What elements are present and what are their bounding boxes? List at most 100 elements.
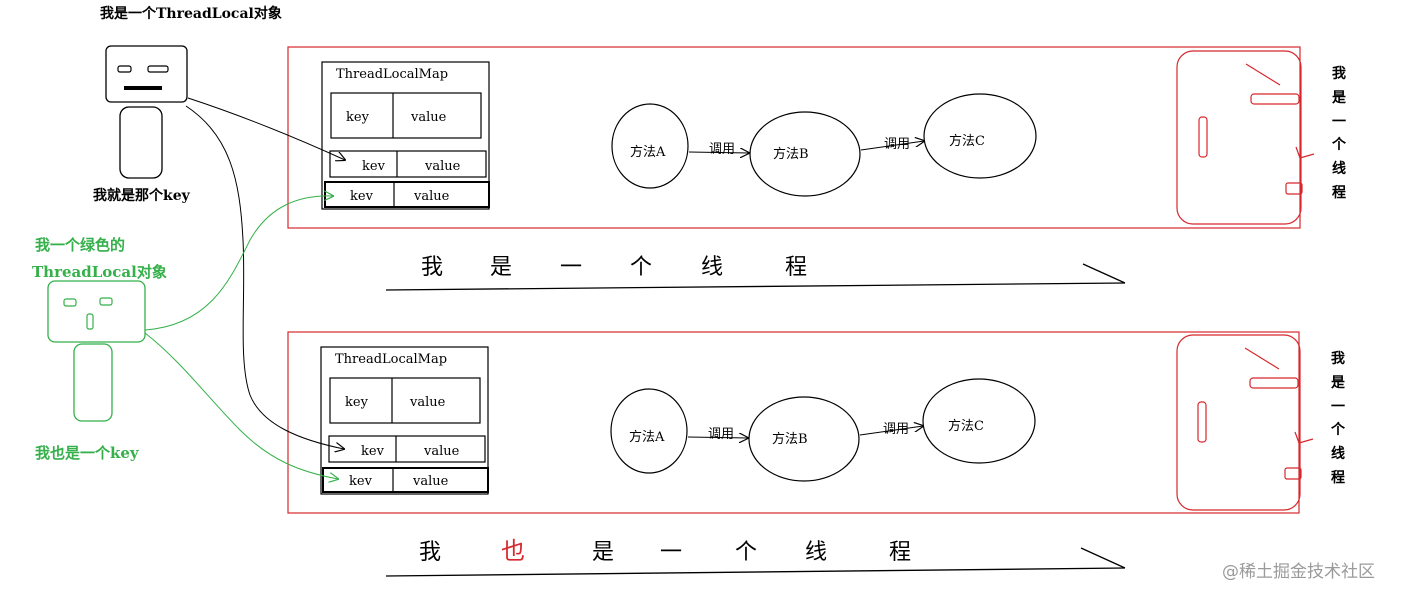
thread-1-frame [287, 46, 1301, 229]
timeline-char: 个 [735, 540, 757, 565]
map-row-3 [322, 467, 489, 493]
threadlocal-object-black: 我是一个ThreadLocal对象 我就是那个key [93, 5, 282, 204]
watermark: @稀土掘金技术社区 [1222, 562, 1375, 582]
robot-eye-right [147, 65, 169, 73]
timeline-char: 线 [805, 540, 827, 565]
map-row-2 [328, 435, 486, 463]
map-frame [321, 61, 490, 210]
timeline-char: 一 [560, 255, 582, 280]
map-row-3-value: value [412, 474, 449, 489]
thread-1: ThreadLocalMap key value kev value kev v… [287, 46, 1347, 291]
green-caption-line2: ThreadLocal对象 [32, 263, 167, 281]
connectors-green [144, 196, 338, 479]
map-row-1 [329, 377, 481, 424]
timeline-char: 是 [592, 540, 614, 565]
green-robot-body [73, 343, 113, 422]
thread-2-frame [287, 331, 1300, 514]
vlabel-char: 是 [1332, 90, 1347, 106]
vlabel-char: 程 [1331, 470, 1345, 486]
robot-body [119, 106, 163, 179]
call-bc-arrow [859, 426, 923, 436]
thread-1-vertical-label: 我 是 一 个 线 程 [1331, 66, 1347, 201]
map-row-2-value: value [424, 159, 461, 174]
map-title: ThreadLocalMap [335, 352, 447, 367]
map-title: ThreadLocalMap [336, 67, 448, 82]
green-key-caption: 我也是一个key [35, 444, 140, 462]
black-key-to-thread2 [185, 105, 344, 449]
thread-2-call-chain: 方法A 方法B 方法C 调用 调用 [610, 378, 1036, 482]
method-b-label: 方法B [772, 431, 808, 447]
green-robot-eye-right [99, 297, 113, 306]
robot-eye-left [117, 65, 132, 73]
connectors-black [185, 97, 345, 449]
thread-2: ThreadLocalMap key value kev value kev v… [287, 331, 1346, 577]
robot-head [105, 45, 188, 103]
timeline-char: 我 [421, 255, 443, 280]
call-ab-arrow [687, 437, 748, 438]
map-row-2-value: value [423, 444, 460, 459]
green-key-to-thread1 [144, 196, 333, 331]
green-robot-eye-left [63, 298, 77, 307]
call-bc-label: 调用 [884, 137, 910, 152]
thread-1-call-chain: 方法A 方法B 方法C 调用 调用 [611, 93, 1037, 197]
timeline-char: 一 [660, 540, 682, 565]
timeline-char: 是 [490, 255, 512, 280]
map-row-3-key: kev [350, 189, 374, 204]
map-row-2-key: kev [361, 444, 385, 459]
map-row-3-value: value [413, 189, 450, 204]
threadlocal-object-green: 我一个绿色的 ThreadLocal对象 我也是一个key [32, 236, 167, 462]
call-ab-label: 调用 [708, 427, 734, 442]
vlabel-char: 个 [1331, 136, 1347, 153]
thread-1-timeline: 我 是 一 个 线 程 [385, 255, 1126, 291]
map-row-2-key: kev [362, 159, 386, 174]
method-c-label: 方法C [949, 133, 985, 149]
map-row-1-key: key [346, 110, 370, 125]
vlabel-char: 我 [1331, 351, 1345, 367]
vlabel-char: 个 [1330, 421, 1346, 438]
map-row-1-value: value [409, 395, 446, 410]
method-c-node [922, 378, 1036, 464]
vlabel-char: 一 [1332, 114, 1346, 130]
timeline-char: 线 [701, 255, 723, 280]
green-caption-line1: 我一个绿色的 [35, 236, 125, 254]
map-row-1-value: value [410, 110, 447, 125]
thread-2-threadlocalmap: ThreadLocalMap key value kev value kev v… [320, 346, 489, 495]
robot-mouth [124, 86, 162, 90]
vlabel-char: 一 [1331, 399, 1345, 415]
map-row-1-key: key [345, 395, 369, 410]
method-c-node [923, 93, 1037, 179]
method-a-label: 方法A [630, 144, 666, 160]
thread-1-threadlocalmap: ThreadLocalMap key value kev value kev v… [321, 61, 490, 210]
vlabel-char: 线 [1332, 160, 1346, 177]
call-bc-label: 调用 [883, 422, 909, 437]
call-ab-label: 调用 [709, 142, 735, 157]
green-robot-mouth [86, 313, 94, 330]
thread-2-timeline: 我 也 是 一 个 线 程 [385, 537, 1126, 577]
vlabel-char: 程 [1332, 185, 1346, 201]
map-frame [320, 346, 489, 495]
key-caption: 我就是那个key [93, 187, 191, 204]
call-bc-arrow [860, 141, 924, 151]
timeline-char-highlight: 也 [501, 537, 525, 565]
vlabel-char: 是 [1331, 375, 1346, 391]
timeline-char: 程 [785, 255, 807, 280]
method-a-node [611, 103, 689, 189]
method-a-node [610, 388, 688, 474]
map-row-1 [330, 92, 482, 139]
vlabel-char: 我 [1332, 66, 1346, 82]
thread-1-phone-icon [1176, 50, 1315, 225]
green-key-to-thread2 [144, 332, 338, 479]
method-a-label: 方法A [629, 429, 665, 445]
timeline-char: 个 [630, 255, 652, 280]
thread-2-vertical-label: 我 是 一 个 线 程 [1330, 351, 1346, 486]
black-key-to-thread1 [187, 97, 345, 160]
timeline-char: 程 [889, 540, 911, 565]
vlabel-char: 线 [1331, 445, 1345, 462]
method-b-label: 方法B [773, 146, 809, 162]
map-row-2 [329, 150, 487, 178]
map-row-3-key: kev [349, 474, 373, 489]
method-c-label: 方法C [948, 418, 984, 434]
green-robot-head [47, 280, 146, 343]
object-caption: 我是一个ThreadLocal对象 [100, 5, 282, 22]
